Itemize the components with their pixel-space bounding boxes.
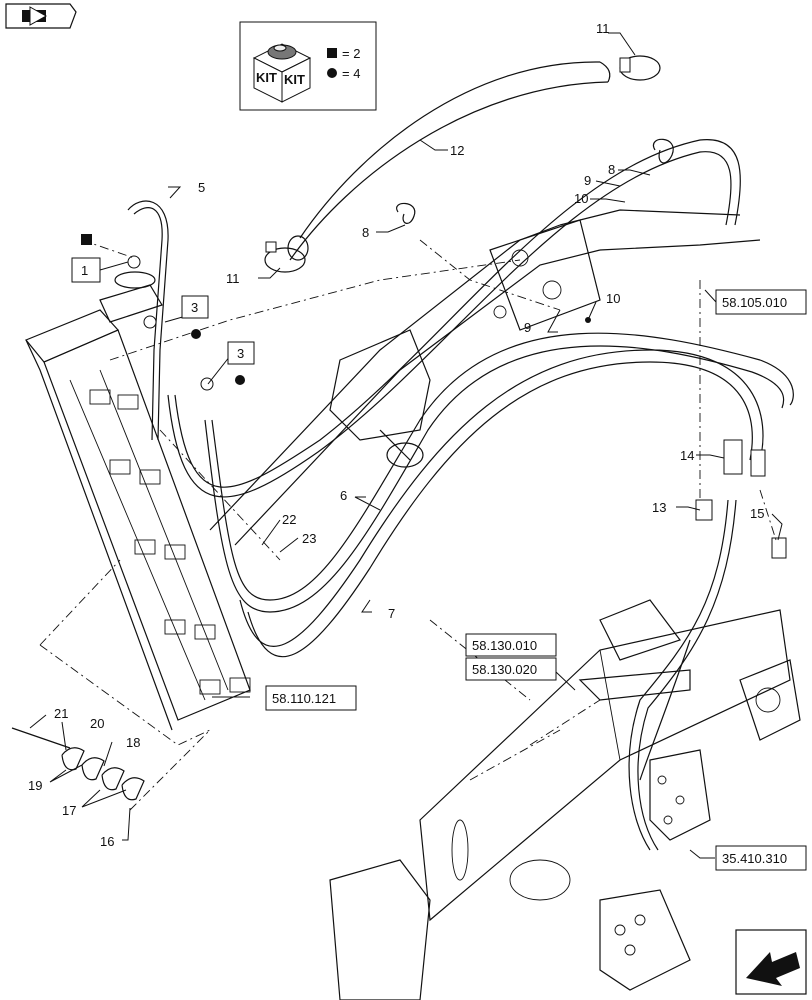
- callout-20: 20: [90, 716, 104, 731]
- ref-35-410-310[interactable]: 35.410.310: [715, 845, 807, 871]
- kit-legend: KIT KIT = 2 = 4: [239, 21, 377, 111]
- svg-text:58.130.010[interactable]: 58.130.010: [472, 638, 537, 653]
- next-page-arrow-icon[interactable]: [735, 929, 807, 995]
- back-navigation-icon[interactable]: [5, 3, 77, 29]
- callout-21: 21: [54, 706, 68, 721]
- square-marker-icon: [327, 48, 337, 58]
- coupler-plug-icon: [695, 499, 713, 521]
- circle-marker-icon: [191, 329, 201, 339]
- callout-9-right: 9: [524, 320, 531, 335]
- hose-clamp-icon: [264, 247, 306, 273]
- svg-text:58.130.020[interactable]: 58.130.020: [472, 662, 537, 677]
- callout-10-right: 10: [606, 291, 620, 306]
- ref-58-105-010[interactable]: 58.105.010: [715, 289, 807, 315]
- circle-count: = 4: [342, 66, 360, 81]
- kit-box-icon: [252, 43, 312, 103]
- circle-marker-icon: [235, 375, 245, 385]
- callout-15: 15: [750, 506, 764, 521]
- ref-58-130-010[interactable]: 58.130.010: [465, 633, 557, 657]
- svg-text:58.110.121[interactable]: 58.110.121: [272, 691, 336, 706]
- square-marker-icon: [81, 234, 92, 245]
- reference-lines: [39, 239, 777, 811]
- clamps: [127, 55, 787, 559]
- callout-8-right: 8: [608, 162, 615, 177]
- ref-58-110-121[interactable]: 58.110.121: [265, 685, 357, 711]
- callout-5: 5: [198, 180, 205, 195]
- callout-3b: 3: [237, 346, 244, 361]
- leader-lines: [29, 32, 783, 859]
- callout-6: 6: [340, 488, 347, 503]
- callout-9-top: 9: [584, 173, 591, 188]
- svg-text:58.105.010[interactable]: 58.105.010: [722, 295, 787, 310]
- callout-1: 1: [81, 263, 88, 278]
- callout-box-3b: [227, 341, 255, 365]
- fitting-icon: [127, 255, 141, 269]
- callout-19: 19: [28, 778, 42, 793]
- machine-line-art: [25, 209, 801, 1000]
- callout-3a: 3: [191, 300, 198, 315]
- quick-coupler-icon: [723, 439, 743, 475]
- dust-cap-icon: [771, 537, 787, 559]
- callout-22: 22: [282, 512, 296, 527]
- callout-7: 7: [388, 606, 395, 621]
- callout-box-1: [71, 257, 101, 283]
- hoses: [127, 61, 794, 851]
- callout-box-3a: [181, 295, 209, 319]
- kit-label-left: KIT: [256, 70, 277, 85]
- fitting-icon: [143, 315, 157, 329]
- circle-marker-icon: [327, 68, 337, 78]
- square-count: = 2: [342, 46, 360, 61]
- callout-10-top: 10: [574, 191, 588, 206]
- kit-label-right: KIT: [284, 72, 305, 87]
- callout-14: 14: [680, 448, 694, 463]
- callout-11-left: 11: [226, 271, 240, 286]
- callout-16: 16: [100, 834, 114, 849]
- callout-18: 18: [126, 735, 140, 750]
- callout-23: 23: [302, 531, 316, 546]
- callout-11-top: 11: [596, 21, 610, 36]
- callout-12: 12: [450, 143, 464, 158]
- ref-58-130-020[interactable]: 58.130.020: [465, 657, 557, 681]
- callout-13: 13: [652, 500, 666, 515]
- circle-marker-icon: [585, 317, 591, 323]
- callout-8-left: 8: [362, 225, 369, 240]
- svg-text:35.410.310[interactable]: 35.410.310: [722, 851, 787, 866]
- clip-assembly: [11, 727, 145, 801]
- callout-17: 17: [62, 803, 76, 818]
